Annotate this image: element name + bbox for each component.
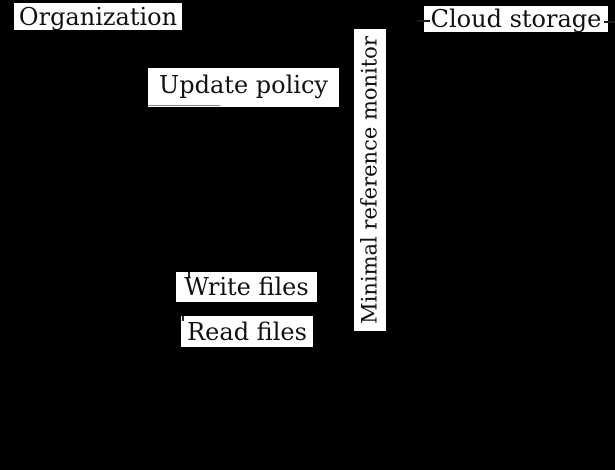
organization-label: Organization (18, 2, 178, 31)
update-policy-label: Update policy (159, 70, 328, 99)
connector-stub-cloud-right (604, 21, 615, 23)
write-files-node: Write files (176, 272, 317, 302)
reference-monitor-node: Minimal reference monitor (354, 29, 386, 331)
reference-monitor-label: Minimal reference monitor (357, 36, 382, 324)
cloud-storage-label: Cloud storage (430, 5, 602, 33)
connector-line-under-update (148, 105, 220, 106)
write-files-label: Write files (184, 273, 309, 301)
connector-tick-read (182, 316, 184, 321)
read-files-node: Read files (181, 316, 313, 347)
connector-tick-write (188, 272, 190, 277)
cloud-storage-node: Cloud storage (424, 6, 608, 32)
read-files-label: Read files (187, 317, 307, 346)
connector-stub-cloud-left (417, 20, 430, 22)
update-policy-node: Update policy (148, 68, 339, 107)
organization-node: Organization (14, 3, 182, 30)
